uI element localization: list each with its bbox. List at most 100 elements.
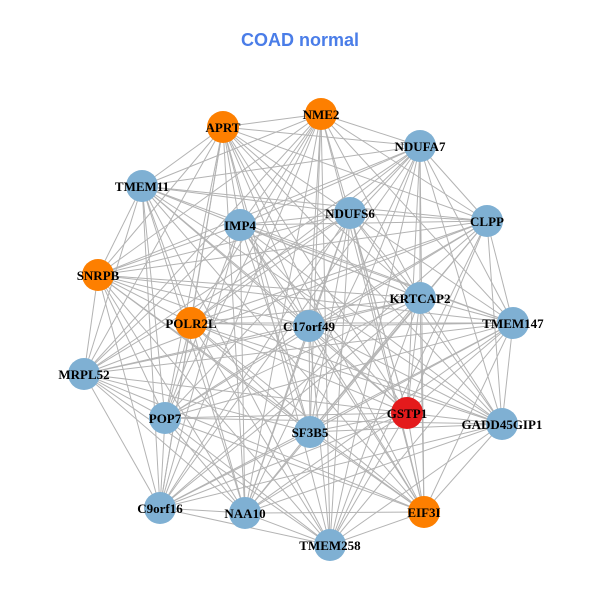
node-circle — [293, 310, 325, 342]
node-GSTP1[interactable]: GSTP1 — [387, 397, 427, 429]
node-C9orf16[interactable]: C9orf16 — [137, 492, 183, 524]
node-circle — [126, 170, 158, 202]
edge-GADD45GIP1-EIF3I — [423, 423, 503, 513]
node-NDUFS6[interactable]: NDUFS6 — [325, 197, 375, 229]
edge-IMP4-C9orf16 — [159, 224, 241, 509]
node-SF3B5[interactable]: SF3B5 — [292, 416, 329, 448]
node-label: TMEM11 — [115, 179, 169, 194]
node-label: TMEM147 — [482, 316, 544, 331]
edge-POLR2L-GSTP1 — [190, 322, 408, 414]
node-circle — [68, 358, 100, 390]
edge-APRT-NME2 — [222, 113, 322, 128]
edge-SF3B5-EIF3I — [309, 431, 425, 513]
node-APRT[interactable]: APRT — [206, 111, 241, 143]
edge-CLPP-NAA10 — [244, 220, 488, 514]
edge-TMEM11-NDUFS6 — [141, 185, 351, 214]
edge-POP7-GADD45GIP1 — [164, 417, 503, 425]
node-label: SNRPB — [77, 268, 120, 283]
edge-NME2-C9orf16 — [159, 113, 322, 509]
node-GADD45GIP1[interactable]: GADD45GIP1 — [462, 408, 543, 440]
node-TMEM147[interactable]: TMEM147 — [482, 307, 544, 339]
edge-POP7-NAA10 — [164, 417, 246, 514]
edge-APRT-NAA10 — [222, 126, 246, 514]
node-circle — [149, 402, 181, 434]
node-label: C17orf49 — [283, 319, 335, 334]
edge-TMEM11-C9orf16 — [141, 185, 161, 509]
edge-SF3B5-NAA10 — [244, 431, 311, 514]
edge-NDUFA7-NDUFS6 — [349, 145, 421, 214]
edge-TMEM147-C9orf16 — [159, 322, 514, 509]
node-label: NAA10 — [224, 506, 265, 521]
chart-title: COAD normal — [240, 30, 359, 50]
node-POP7[interactable]: POP7 — [149, 402, 182, 434]
edge-NDUFA7-IMP4 — [239, 145, 421, 226]
edge-NDUFS6-EIF3I — [349, 212, 425, 513]
edge-GADD45GIP1-TMEM258 — [329, 423, 503, 546]
edge-NDUFA7-GADD45GIP1 — [419, 145, 503, 425]
node-SNRPB[interactable]: SNRPB — [77, 259, 120, 291]
node-label: NDUFS6 — [325, 206, 375, 221]
node-NDUFA7[interactable]: NDUFA7 — [394, 130, 446, 162]
node-KRTCAP2[interactable]: KRTCAP2 — [390, 282, 451, 314]
edge-POLR2L-NAA10 — [190, 322, 246, 514]
edge-GSTP1-EIF3I — [406, 412, 425, 513]
node-label: IMP4 — [224, 218, 256, 233]
node-C17orf49[interactable]: C17orf49 — [283, 310, 335, 342]
node-circle — [471, 205, 503, 237]
edge-NAA10-EIF3I — [244, 511, 425, 514]
node-label: APRT — [206, 120, 241, 135]
node-POLR2L[interactable]: POLR2L — [165, 307, 217, 339]
node-IMP4[interactable]: IMP4 — [224, 209, 256, 241]
edge-IMP4-SNRPB — [97, 224, 241, 276]
edge-MRPL52-TMEM258 — [83, 373, 331, 546]
edge-IMP4-GSTP1 — [239, 224, 408, 414]
edge-APRT-TMEM11 — [141, 126, 224, 187]
node-NME2[interactable]: NME2 — [303, 98, 340, 130]
node-label: GADD45GIP1 — [462, 417, 543, 432]
edge-TMEM147-MRPL52 — [83, 322, 514, 375]
edge-IMP4-GADD45GIP1 — [239, 224, 503, 425]
edge-NME2-EIF3I — [320, 113, 425, 513]
node-CLPP[interactable]: CLPP — [470, 205, 504, 237]
node-EIF3I[interactable]: EIF3I — [407, 496, 441, 528]
edge-IMP4-KRTCAP2 — [239, 224, 421, 299]
edge-MRPL52-C9orf16 — [83, 373, 161, 509]
edge-GSTP1-NAA10 — [244, 412, 408, 514]
node-circle — [497, 307, 529, 339]
edge-NDUFA7-SNRPB — [97, 145, 421, 276]
edge-IMP4-CLPP — [239, 220, 488, 226]
edge-layer — [83, 113, 514, 546]
node-circle — [404, 130, 436, 162]
edge-NDUFS6-TMEM147 — [349, 212, 514, 324]
edge-IMP4-SF3B5 — [239, 224, 311, 433]
node-circle — [404, 282, 436, 314]
node-TMEM258[interactable]: TMEM258 — [299, 529, 361, 561]
node-MRPL52[interactable]: MRPL52 — [58, 358, 110, 390]
edge-TMEM147-GADD45GIP1 — [501, 322, 514, 425]
edge-IMP4-NDUFS6 — [239, 212, 351, 226]
node-circle — [334, 197, 366, 229]
node-label: NDUFA7 — [394, 139, 446, 154]
edge-SNRPB-TMEM147 — [97, 274, 514, 324]
edge-NME2-IMP4 — [239, 113, 322, 226]
node-circle — [314, 529, 346, 561]
edge-C17orf49-TMEM147 — [308, 322, 514, 327]
edge-NDUFS6-TMEM258 — [329, 212, 351, 546]
node-NAA10[interactable]: NAA10 — [224, 497, 266, 529]
node-label: EIF3I — [407, 505, 440, 520]
edge-C17orf49-GSTP1 — [308, 325, 408, 414]
edge-NME2-SF3B5 — [309, 113, 322, 433]
edge-TMEM147-GSTP1 — [406, 322, 514, 414]
edge-TMEM11-CLPP — [141, 185, 488, 222]
node-TMEM11[interactable]: TMEM11 — [115, 170, 169, 202]
edge-NDUFA7-CLPP — [419, 145, 488, 222]
edge-GSTP1-POP7 — [164, 412, 408, 419]
edge-CLPP-TMEM258 — [329, 220, 488, 546]
edge-SNRPB-GADD45GIP1 — [97, 274, 503, 425]
edge-POP7-TMEM258 — [164, 417, 331, 546]
edge-TMEM147-EIF3I — [423, 322, 514, 513]
node-circle — [391, 397, 423, 429]
edge-POLR2L-TMEM258 — [190, 322, 331, 546]
